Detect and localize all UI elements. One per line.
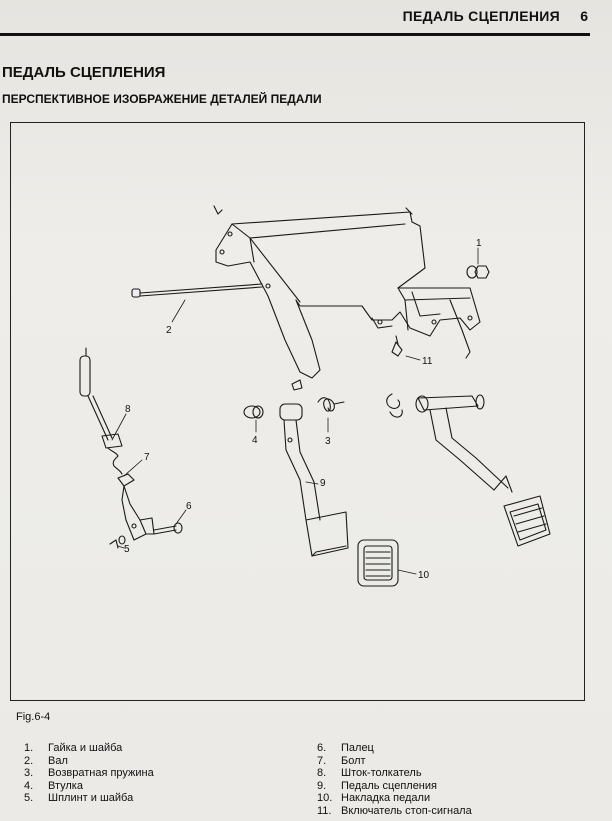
stop-switch [391,335,403,357]
legend-item: 4. Втулка [24,780,154,793]
section-title: ПЕДАЛЬ СЦЕПЛЕНИЯ [2,64,166,81]
push-rod [79,347,123,475]
callout-6: 6 [186,501,192,512]
legend-text: Вал [48,754,68,767]
figure-label: Fig.6-4 [16,711,51,723]
figure-frame [10,122,585,701]
return-spring [317,397,345,412]
legend-number: 3. [24,767,34,779]
bush [243,405,264,419]
header-rule [0,33,590,36]
legend-item: 8. Шток-толкатель [317,767,472,780]
callout-10: 10 [418,570,430,581]
legend-text: Шплинт и шайба [48,792,134,804]
leader-lines [111,247,479,575]
legend-number: 2. [24,754,34,767]
callout-7: 7 [144,452,150,463]
legend-number: 11. [317,804,332,817]
nut-and-washer [466,265,490,279]
legend-item: 3. Возвратная пружина [24,767,154,780]
legend-text: Гайка и шайба [48,742,123,754]
running-header-title: ПЕДАЛЬ СЦЕПЛЕНИЯ [402,8,560,24]
legend-item: 7. Болт [317,755,472,768]
legend-text: Втулка [48,779,83,792]
legend-left-column: 1. Гайка и шайба 2. Вал 3. Возвратная пружи… [24,742,154,805]
callout-5: 5 [124,544,130,555]
brake-pedal [415,394,551,547]
clevis-bolt [117,473,155,541]
legend-text: Накладка педали [341,792,431,804]
legend-item: 10. Накладка педали [317,792,472,805]
legend-number: 7. [317,754,327,767]
legend-number: 1. [24,742,34,754]
legend-item: 2. Вал [24,755,154,768]
clevis-pin [153,522,183,535]
legend-text: Педаль сцепления [341,779,437,792]
callout-11: 11 [422,356,433,367]
figure-subtitle: ПЕРСПЕКТИВНОЕ ИЗОБРАЖЕНИЕ ДЕТАЛЕЙ ПЕДАЛИ [2,92,322,106]
legend-number: 5. [24,792,34,804]
legend-number: 8. [317,767,327,779]
legend-number: 9. [317,779,327,792]
callout-4: 4 [252,435,258,446]
legend-item: 1. Гайка и шайба [24,742,154,755]
pedal-pad [357,539,399,587]
callout-2: 2 [166,325,172,336]
legend-item: 6. Палец [317,742,472,755]
pedal-bracket [213,205,481,379]
legend-item: 9. Педаль сцепления [317,780,472,793]
callout-9: 9 [320,478,326,489]
legend-item: 5. Шплинт и шайба [24,792,154,805]
page-number: 6 [580,8,588,24]
legend-right-column: 6. Палец 7. Болт 8. Шток-толкатель 9. Педаль… [317,742,472,817]
legend-number: 10. [317,792,333,804]
shaft [131,283,271,298]
cotter-pin-and-washer [109,535,126,549]
callout-1: 1 [476,238,482,249]
legend-text: Включатель стоп-сигнала [341,804,472,817]
legend-text: Шток-толкатель [341,767,422,779]
clutch-pedal [279,403,349,557]
legend-number: 6. [317,742,327,754]
legend-text: Болт [341,754,366,767]
callout-8: 8 [125,404,131,415]
brake-return-spring [386,393,403,418]
callout-3: 3 [325,436,331,447]
legend-text: Палец [341,742,374,754]
legend-number: 4. [24,779,34,792]
legend-text: Возвратная пружина [48,767,154,779]
bracket-fastener [291,379,303,391]
legend-item: 11. Включатель стоп-сигнала [317,805,472,818]
